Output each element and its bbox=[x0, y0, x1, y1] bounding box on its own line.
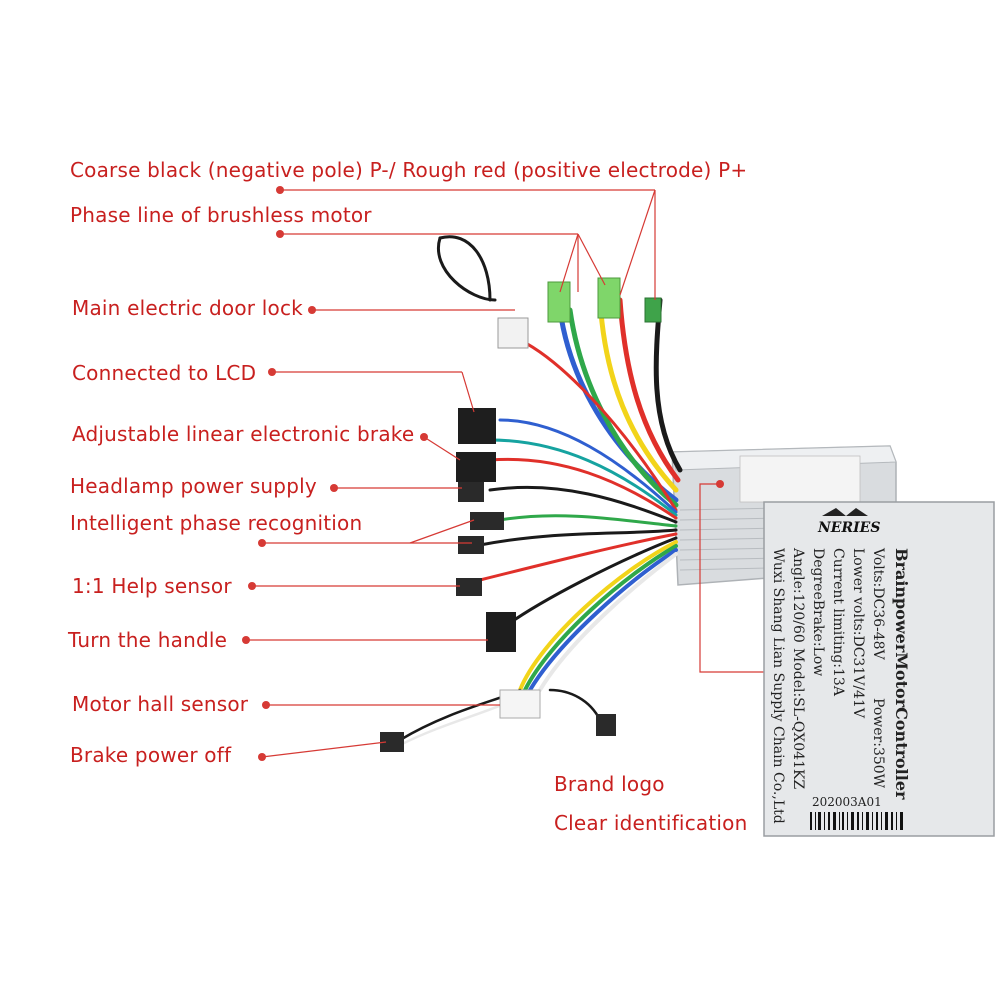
label-help-sensor: 1:1 Help sensor bbox=[72, 574, 232, 598]
phase-connector-2 bbox=[597, 277, 621, 319]
phase-connector-1 bbox=[547, 281, 571, 323]
label-lower-volts: Lower volts:DC31V/41V bbox=[850, 548, 866, 719]
phase-recog-connector-2 bbox=[458, 536, 484, 554]
label-title: BrainpowerMotorController bbox=[892, 548, 911, 800]
handle-connector bbox=[486, 612, 516, 652]
headlamp-connector bbox=[458, 482, 484, 502]
label-power-lines: Coarse black (negative pole) P-/ Rough r… bbox=[70, 158, 748, 182]
label-phase-recognition: Intelligent phase recognition bbox=[70, 511, 363, 535]
connectors bbox=[380, 277, 662, 752]
logo-text: NERIES bbox=[817, 520, 880, 536]
label-degree: DegreeBrake:Low bbox=[810, 548, 826, 676]
label-model: Model:SL-QX041KZ bbox=[790, 648, 806, 789]
label-headlamp: Headlamp power supply bbox=[70, 474, 317, 498]
label-current: Current limiting:13A bbox=[830, 548, 846, 697]
brake-off-connector-2 bbox=[596, 714, 616, 736]
brake-connector bbox=[456, 452, 496, 482]
barcode bbox=[810, 812, 903, 830]
hall-connector bbox=[499, 689, 541, 719]
label-hall-sensor: Motor hall sensor bbox=[72, 692, 249, 716]
label-door-lock: Main electric door lock bbox=[72, 296, 303, 320]
label-serial: 202003A01 bbox=[812, 795, 882, 809]
label-phase-lines: Phase line of brushless motor bbox=[70, 203, 372, 227]
leader-dots bbox=[242, 186, 724, 761]
leader-lines bbox=[246, 189, 770, 758]
lock-connector bbox=[497, 317, 529, 349]
label-clear-identification: Clear identification bbox=[554, 811, 748, 835]
label-lcd: Connected to LCD bbox=[72, 361, 257, 385]
wire-bundle bbox=[398, 235, 683, 747]
label-power: Power:350W bbox=[870, 698, 886, 789]
phase-recog-connector-1 bbox=[470, 512, 504, 530]
label-maker: Wuxi Shang Lian Supply Chain Co.,Ltd bbox=[770, 548, 786, 824]
brand-logo-icon: NERIES bbox=[817, 508, 880, 536]
label-brand-logo: Brand logo bbox=[554, 772, 665, 796]
power-connector bbox=[644, 297, 662, 323]
brake-off-connector bbox=[380, 732, 404, 752]
label-volts: Volts:DC36-48V bbox=[870, 547, 886, 661]
label-brake-off: Brake power off bbox=[70, 743, 232, 767]
help-sensor-connector bbox=[456, 578, 482, 596]
label-handle: Turn the handle bbox=[68, 628, 228, 652]
controller-label-zoom: NERIES BrainpowerMotorController Volts:D… bbox=[763, 501, 995, 837]
lcd-connector bbox=[458, 408, 496, 444]
label-angle: Angle:120/60 bbox=[790, 547, 806, 643]
label-brake-adjustable: Adjustable linear electronic brake bbox=[72, 422, 415, 446]
